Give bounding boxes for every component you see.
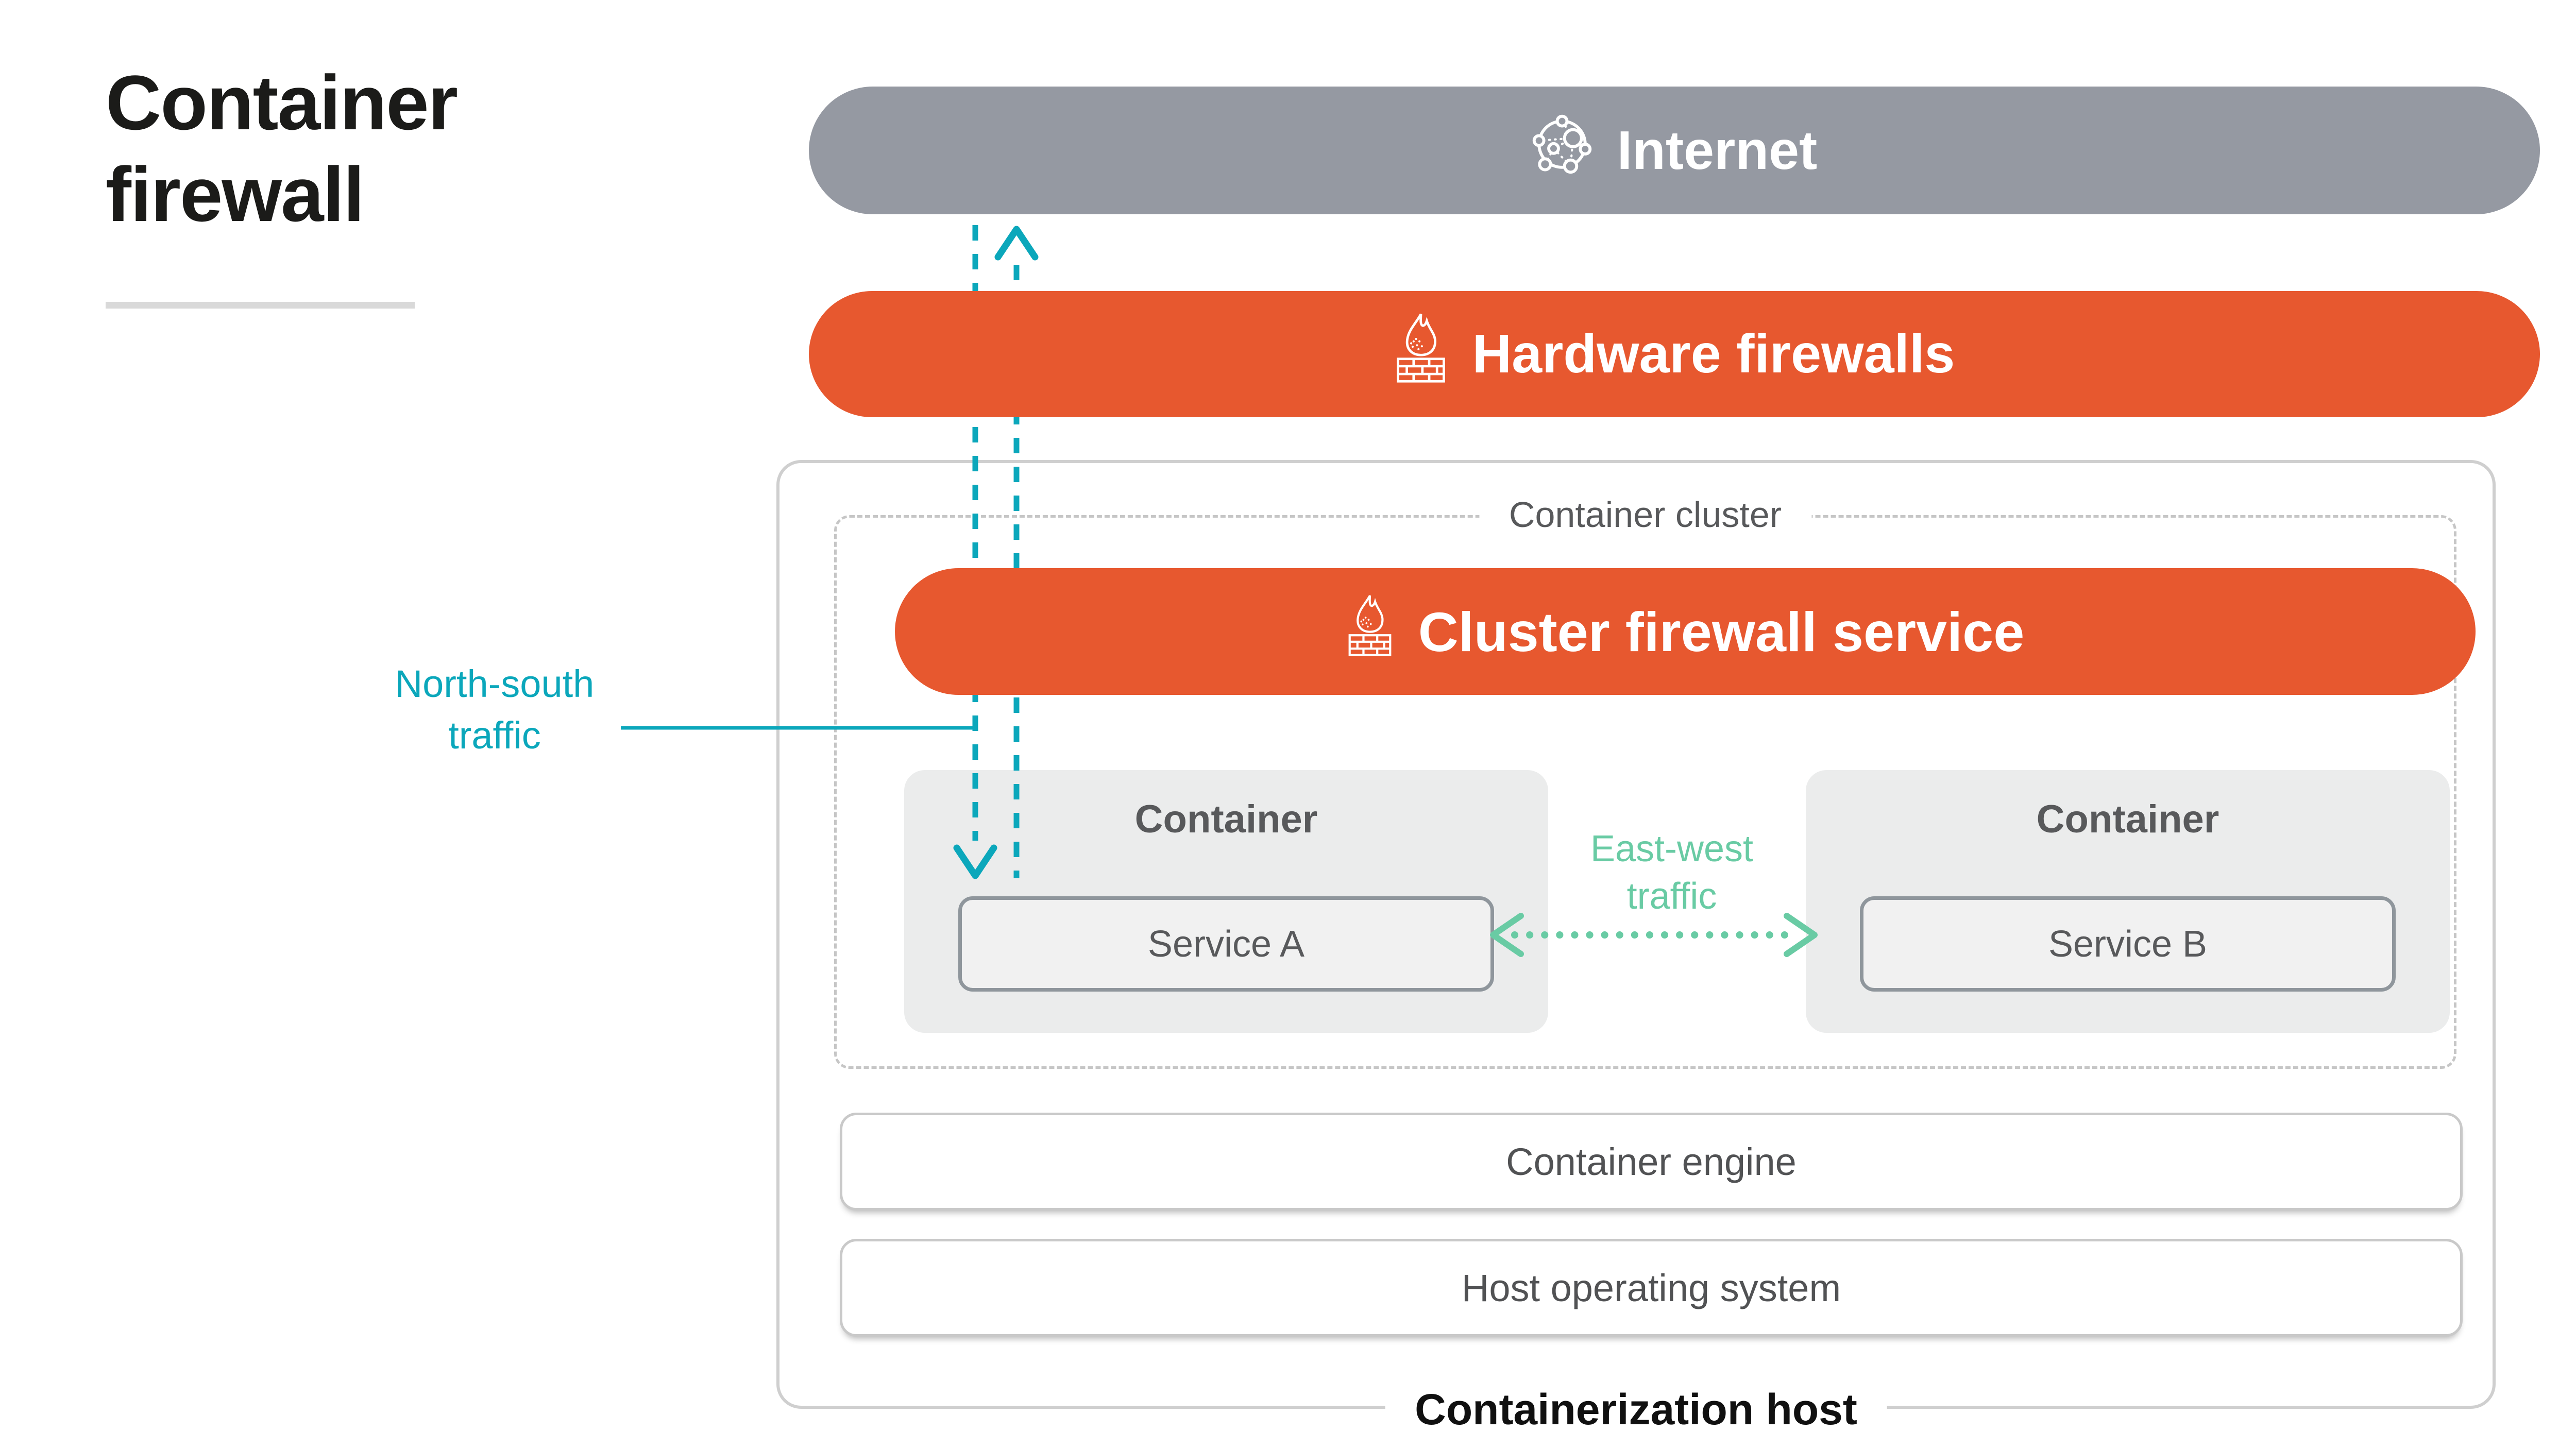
firewall-flame-icon — [1346, 593, 1394, 671]
service-b-label: Service B — [2048, 923, 2208, 965]
page-title: Container firewall — [106, 57, 458, 240]
service-a-label: Service A — [1147, 923, 1305, 965]
container-cluster-box: Container cluster — [834, 494, 2456, 1069]
cluster-firewall-service-banner: Cluster firewall service — [895, 568, 2476, 695]
internet-banner: Internet — [809, 87, 2540, 214]
hardware-firewalls-banner-label: Hardware firewalls — [1472, 323, 1955, 384]
hardware-firewalls-banner: Hardware firewalls — [809, 291, 2540, 417]
container-title: Container — [1134, 797, 1318, 841]
north-south-traffic-line1: North-south — [395, 662, 595, 705]
containerization-host-label: Containerization host — [1385, 1385, 1887, 1435]
title-divider — [106, 302, 415, 309]
container-engine-label: Container engine — [1506, 1140, 1797, 1183]
container-engine-box: Container engine — [840, 1113, 2463, 1211]
firewall-flame-icon — [1394, 311, 1448, 397]
east-west-traffic-line1: East-west — [1590, 828, 1754, 870]
east-west-traffic-line2: traffic — [1626, 876, 1717, 917]
host-operating-system-label: Host operating system — [1461, 1266, 1841, 1309]
page-title-line1: Container — [106, 59, 458, 146]
service-a-box: Service A — [958, 896, 1494, 992]
internet-banner-label: Internet — [1617, 120, 1818, 181]
north-south-traffic-line2: traffic — [448, 714, 541, 757]
service-b-box: Service B — [1860, 896, 2396, 992]
north-south-traffic-label: North-south traffic — [340, 658, 649, 761]
container-cluster-label: Container cluster — [1479, 494, 1812, 535]
host-operating-system-box: Host operating system — [840, 1239, 2463, 1337]
container-title: Container — [2036, 797, 2219, 841]
container-box-right: Container Service B — [1806, 770, 2450, 1033]
cluster-firewall-service-label: Cluster firewall service — [1418, 600, 2025, 663]
container-box-left: Container Service A — [904, 770, 1548, 1033]
east-west-traffic-label: East-west traffic — [1497, 825, 1847, 920]
page-title-line2: firewall — [106, 151, 365, 237]
globe-network-icon — [1532, 114, 1592, 187]
